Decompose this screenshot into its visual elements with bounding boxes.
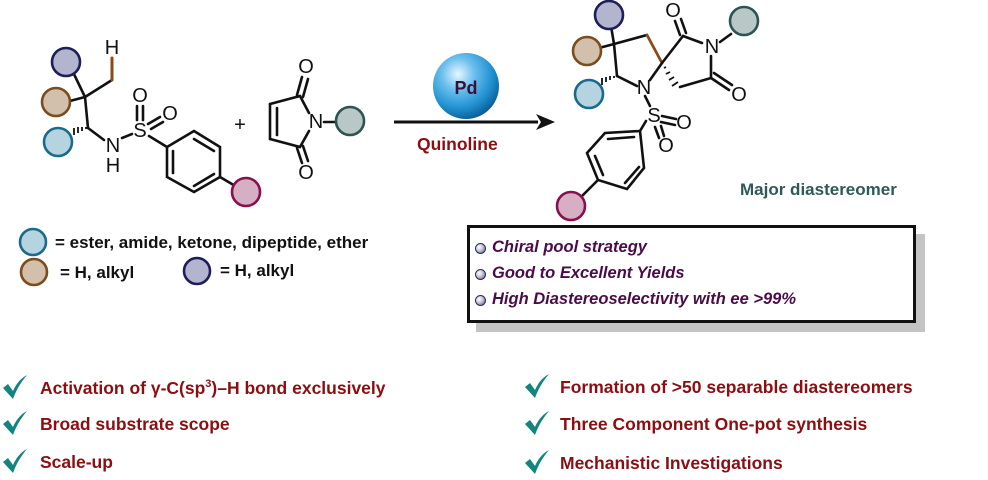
legend-text-ester: = ester, amide, ketone, dipeptide, ether — [55, 233, 369, 252]
advantage-item: Broad substrate scope — [40, 414, 230, 434]
advantage-item: Scale-up — [40, 452, 113, 472]
reaction-arrow — [394, 114, 555, 130]
pd-catalyst-sphere: Pd — [433, 53, 499, 119]
checkmark-icon — [2, 448, 28, 474]
atom-n: N — [106, 135, 120, 157]
checkmark-icon — [2, 410, 28, 436]
atom-o: O — [731, 84, 747, 106]
legend-swatch-alkyl1 — [19, 257, 49, 287]
catalyst-label: Pd — [454, 78, 477, 98]
hashed-wedge — [663, 66, 679, 87]
feature-box: Chiral pool strategy Good to Excellent Y… — [467, 225, 916, 323]
legend-swatch-alkyl2 — [182, 256, 212, 286]
r-imide-group — [334, 105, 366, 137]
reagent-label: Quinoline — [417, 134, 498, 154]
feature-item: Chiral pool strategy — [475, 238, 647, 257]
atom-s: S — [133, 120, 146, 142]
legend-text-alkyl2: = H, alkyl — [220, 261, 294, 280]
reactant-maleimide: O O N — [268, 56, 366, 184]
atom-o: O — [162, 103, 178, 125]
legend-swatch-ester — [18, 227, 48, 257]
advantage-item: Mechanistic Investigations — [560, 453, 783, 473]
atom-n: N — [705, 36, 719, 58]
checkmark-icon — [524, 373, 550, 399]
r-alkyl1-group — [40, 86, 72, 118]
legend: = ester, amide, ketone, dipeptide, ether… — [18, 227, 369, 287]
legend-text-alkyl1: = H, alkyl — [60, 263, 134, 282]
checkmark-icon — [524, 449, 550, 475]
atom-o: O — [676, 112, 692, 134]
r-aryl-group — [230, 176, 262, 208]
atom-h: H — [105, 37, 119, 59]
hashed-wedge — [73, 127, 87, 135]
r-alkyl2-group — [593, 0, 625, 31]
hashed-wedge — [601, 76, 615, 85]
atom-o: O — [665, 0, 681, 22]
new-cc-bond — [645, 33, 664, 65]
feature-item: Good to Excellent Yields — [475, 264, 685, 283]
r-alkyl2-group — [50, 46, 82, 78]
checkmark-icon — [524, 410, 550, 436]
plus-sign: + — [234, 114, 246, 136]
feature-item: High Diastereoselectivity with ee >99% — [475, 290, 796, 309]
r-ester-group — [573, 78, 605, 110]
r-imide-group — [728, 5, 760, 37]
r-alkyl1-group — [571, 35, 603, 67]
atom-nh-h: H — [106, 155, 120, 177]
atom-n: N — [309, 111, 323, 133]
sphere-bullet-icon — [475, 269, 486, 280]
advantage-item: Three Component One-pot synthesis — [560, 414, 868, 434]
sphere-bullet-icon — [475, 243, 486, 254]
sphere-bullet-icon — [475, 295, 486, 306]
atom-s: S — [647, 105, 660, 127]
atom-o: O — [658, 135, 674, 157]
advantage-item: Activation of γ-C(sp3)–H bond exclusivel… — [40, 378, 386, 398]
atom-n: N — [637, 77, 651, 99]
atom-o: O — [298, 162, 314, 184]
atom-o: O — [298, 56, 314, 78]
product-spirocycle: O O N N S O O — [555, 0, 760, 222]
reactant-sulfonamide: H N H S O O — [40, 37, 262, 208]
product-label: Major diastereomer — [740, 180, 897, 199]
advantage-item: Formation of >50 separable diastereomers — [560, 377, 913, 397]
r-aryl-group — [555, 190, 587, 222]
checkmark-icon — [2, 374, 28, 400]
r-ester-group — [42, 126, 74, 158]
atom-o: O — [132, 85, 148, 107]
